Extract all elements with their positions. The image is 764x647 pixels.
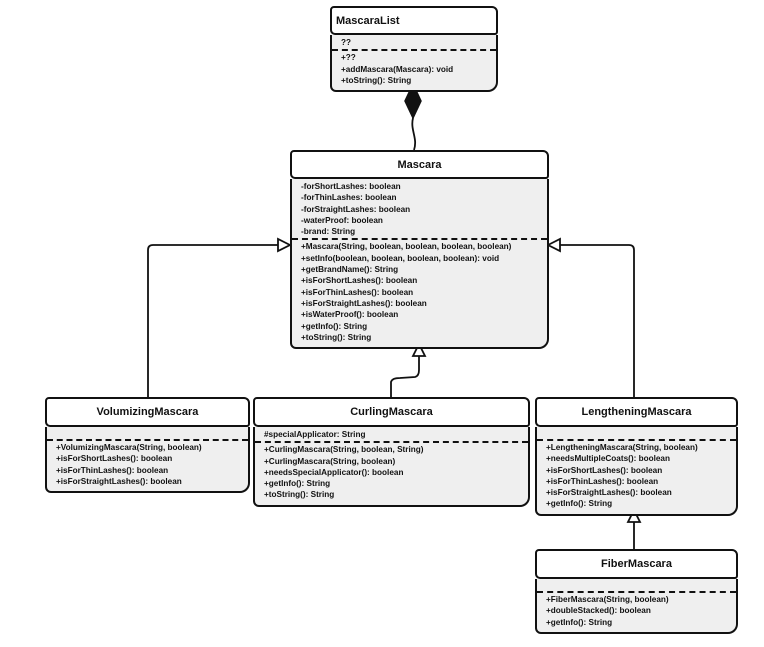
class-method: +isForThinLashes(): boolean — [301, 287, 414, 297]
class-method: +FiberMascara(String, boolean) — [546, 595, 669, 604]
class-name: CurlingMascara — [253, 397, 530, 427]
class-method: +Mascara(String, boolean, boolean, boole… — [301, 242, 512, 252]
class-method: +isForStraightLashes(): boolean — [301, 298, 427, 308]
class-method: +toString(): String — [301, 332, 372, 342]
class-mascara-list: MascaraList?? +??+addMascara(Mascara): vo… — [330, 6, 498, 93]
class-fiber-mascara: FiberMascara+FiberMascara(String, boolea… — [535, 549, 738, 634]
class-method: +addMascara(Mascara): void — [341, 64, 454, 74]
class-body: +LengtheningMascara(String, boolean) +nee… — [535, 427, 738, 516]
inheritance-arrow-icon — [411, 341, 427, 357]
class-method: +LengtheningMascara(String, boolean) — [546, 443, 698, 452]
compartment-divider — [47, 439, 248, 441]
class-method: +setInfo(boolean, boolean, boolean, bool… — [301, 253, 500, 263]
compartment-divider — [537, 439, 736, 441]
class-method: +needsMultipleCoats(): boolean — [546, 454, 670, 464]
class-method: +getInfo(): String — [546, 499, 613, 509]
class-method: +getBrandName(): String — [301, 265, 399, 275]
class-attribute: -forShortLashes: boolean — [301, 182, 401, 191]
class-method: +getInfo(): String — [264, 479, 331, 489]
class-lengthening-mascara: LengtheningMascara+LengtheningMascara(St… — [535, 397, 738, 516]
class-curling-mascara: CurlingMascara#specialApplicator: String… — [253, 397, 530, 507]
class-method: +needsSpecialApplicator(): boolean — [264, 467, 404, 477]
class-method: +CurlingMascara(String, boolean, String) — [264, 445, 424, 455]
inheritance-arrow-icon — [545, 237, 561, 253]
class-mascara: Mascara -forShortLashes: boolean -forThinL… — [290, 150, 549, 350]
class-method: +CurlingMascara(String, boolean) — [264, 456, 396, 466]
class-method: +isForShortLashes(): boolean — [301, 276, 418, 286]
compartment-divider — [255, 441, 528, 444]
class-method: +isForStraightLashes(): boolean — [546, 488, 672, 498]
class-method: +?? — [341, 53, 356, 63]
class-attribute: ?? — [341, 38, 352, 47]
class-attribute: #specialApplicator: String — [264, 430, 366, 439]
class-method: +isForShortLashes(): boolean — [546, 465, 663, 475]
class-body: ?? +??+addMascara(Mascara): void+toString… — [330, 35, 498, 93]
generalization-line-lengthening — [560, 244, 635, 397]
inheritance-arrow-icon — [277, 237, 293, 253]
class-name: LengtheningMascara — [535, 397, 738, 427]
class-method: +getInfo(): String — [301, 321, 368, 331]
class-method: +toString(): String — [264, 490, 335, 500]
class-attribute: -forStraightLashes: boolean — [301, 204, 411, 214]
class-attribute: -brand: String — [301, 227, 356, 237]
class-method: +getInfo(): String — [546, 617, 613, 627]
class-attribute: -waterProof: boolean — [301, 215, 383, 225]
class-method: +VolumizingMascara(String, boolean) — [56, 443, 202, 452]
class-name: VolumizingMascara — [45, 397, 250, 427]
class-method: +isForThinLashes(): boolean — [56, 465, 169, 475]
class-method: +isForShortLashes(): boolean — [56, 454, 173, 464]
inheritance-arrow-icon — [626, 507, 642, 523]
class-volumizing-mascara: VolumizingMascara+VolumizingMascara(Stri… — [45, 397, 250, 494]
composition-line — [411, 117, 417, 151]
class-body: #specialApplicator: String +CurlingMascar… — [253, 427, 530, 507]
class-body: +FiberMascara(String, boolean) +doubleSta… — [535, 579, 738, 634]
generalization-line-volumizing — [147, 244, 278, 397]
compartment-divider — [292, 238, 547, 241]
class-name: FiberMascara — [535, 549, 738, 579]
class-method: +isWaterProof(): boolean — [301, 310, 399, 320]
class-name: Mascara — [290, 150, 549, 179]
class-body: +VolumizingMascara(String, boolean) +isFo… — [45, 427, 250, 494]
class-method: +isForThinLashes(): boolean — [546, 476, 659, 486]
class-method: +isForStraightLashes(): boolean — [56, 476, 182, 486]
composition-diamond-icon — [404, 82, 422, 120]
class-attribute: -forThinLashes: boolean — [301, 193, 397, 203]
compartment-divider — [537, 591, 736, 593]
generalization-line-curling — [390, 356, 420, 397]
class-body: -forShortLashes: boolean -forThinLashes: … — [290, 179, 549, 350]
class-method: +doubleStacked(): boolean — [546, 606, 651, 616]
class-method: +toString(): String — [341, 75, 412, 85]
class-name: MascaraList — [330, 6, 498, 35]
compartment-divider — [332, 49, 496, 52]
